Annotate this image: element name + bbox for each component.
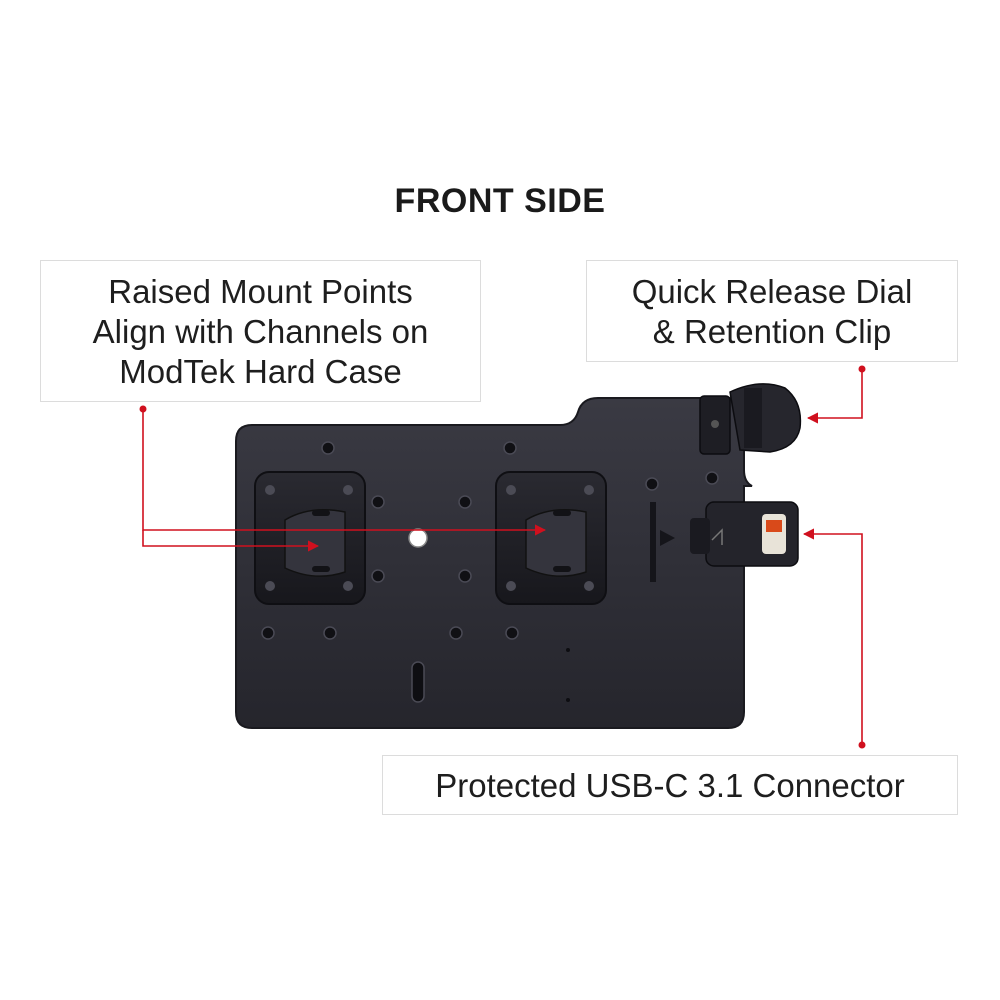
pointer-mount-points: [139, 405, 547, 552]
callout-dial-line-2: & Retention Clip: [652, 313, 892, 350]
callout-usb-connector: Protected USB-C 3.1 Connector: [382, 755, 958, 815]
release-dial-icon: [699, 383, 802, 455]
logo-badge-icon: [762, 514, 786, 554]
callout-release-dial: Quick Release Dial & Retention Clip: [586, 260, 958, 362]
callout-mount-points: Raised Mount Points Align with Channels …: [40, 260, 481, 402]
callout-usb-line-1: Protected USB-C 3.1 Connector: [435, 767, 905, 804]
callout-mount-line-2: Align with Channels on: [92, 313, 429, 350]
plate-holes: [261, 441, 719, 703]
pointer-usb-connector: [802, 528, 866, 749]
mount-pad-icon: [495, 471, 607, 605]
mount-pad-icon: [254, 471, 366, 605]
callout-mount-line-3: ModTek Hard Case: [119, 353, 402, 390]
page-title: FRONT SIDE: [394, 182, 606, 220]
pointer-release-dial: [806, 365, 866, 424]
callout-mount-line-1: Raised Mount Points: [108, 273, 413, 310]
callout-dial-line-1: Quick Release Dial: [631, 273, 913, 310]
